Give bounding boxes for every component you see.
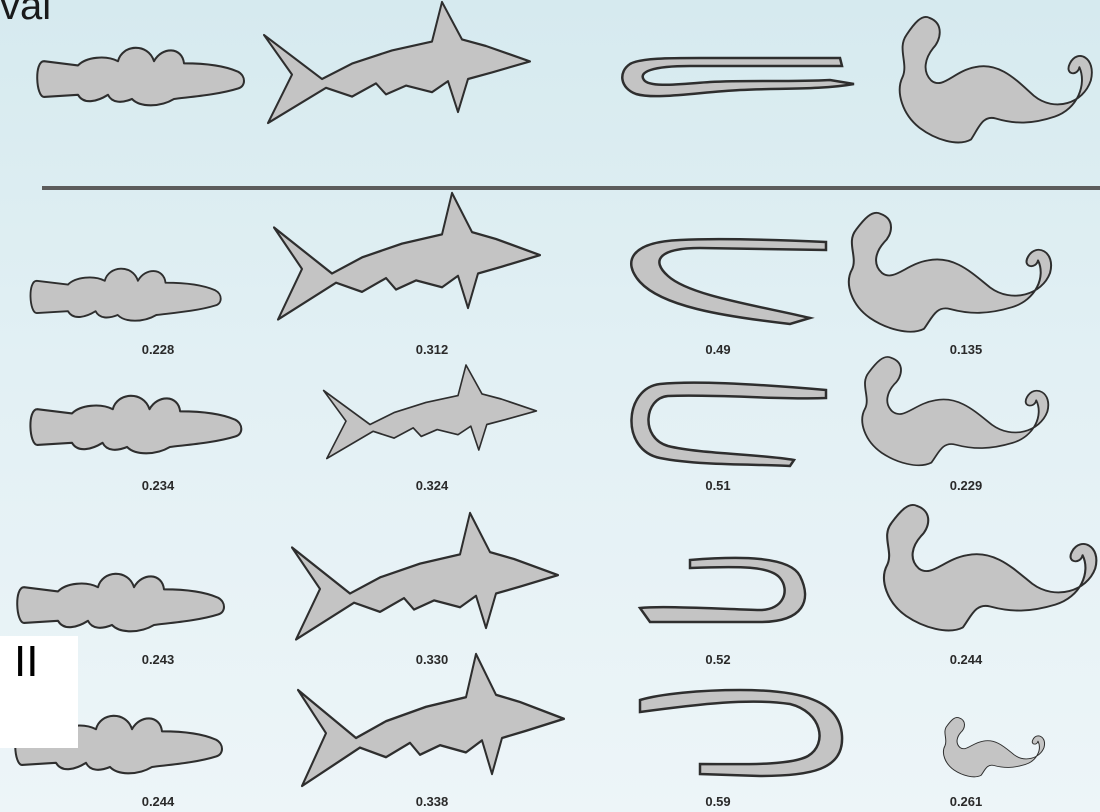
goby-icon — [30, 269, 220, 321]
score-label: 0.243 — [118, 652, 198, 667]
score-label: 0.229 — [926, 478, 1006, 493]
score-label: 0.135 — [926, 342, 1006, 357]
query-row — [37, 2, 1092, 142]
seahorse-icon — [943, 717, 1044, 776]
score-label: 0.49 — [678, 342, 758, 357]
eel-icon — [631, 383, 826, 466]
query-shark-icon — [264, 2, 530, 123]
shark-icon — [292, 513, 558, 640]
query-goby-icon — [37, 48, 244, 105]
eel-icon — [640, 558, 805, 622]
result-row-4 — [15, 654, 1044, 786]
query-seahorse-icon — [900, 17, 1092, 143]
score-label: 0.261 — [926, 794, 1006, 809]
result-row-3 — [17, 505, 1096, 640]
goby-icon — [30, 396, 241, 453]
shark-icon — [274, 193, 540, 320]
score-label: 0.234 — [118, 478, 198, 493]
goby-icon — [17, 574, 224, 631]
divider — [42, 186, 1100, 190]
score-label: 0.51 — [678, 478, 758, 493]
overlay-label: II — [14, 640, 38, 684]
seahorse-icon — [849, 213, 1051, 332]
score-label: 0.244 — [118, 794, 198, 809]
eel-icon — [631, 239, 826, 324]
shark-icon — [324, 365, 537, 459]
score-label: 0.338 — [392, 794, 472, 809]
seahorse-icon — [884, 505, 1096, 631]
result-row-2 — [30, 357, 1048, 466]
score-label: 0.52 — [678, 652, 758, 667]
eel-icon — [640, 690, 842, 776]
score-label: 0.330 — [392, 652, 472, 667]
score-label: 0.59 — [678, 794, 758, 809]
score-label: 0.244 — [926, 652, 1006, 667]
score-label: 0.228 — [118, 342, 198, 357]
seahorse-icon — [862, 357, 1048, 465]
overlay-box — [0, 636, 78, 748]
result-row-1 — [30, 193, 1051, 332]
shark-icon — [298, 654, 564, 786]
query-eel-icon — [622, 58, 854, 96]
score-label: 0.312 — [392, 342, 472, 357]
score-label: 0.324 — [392, 478, 472, 493]
title-fragment: val — [0, 0, 51, 26]
